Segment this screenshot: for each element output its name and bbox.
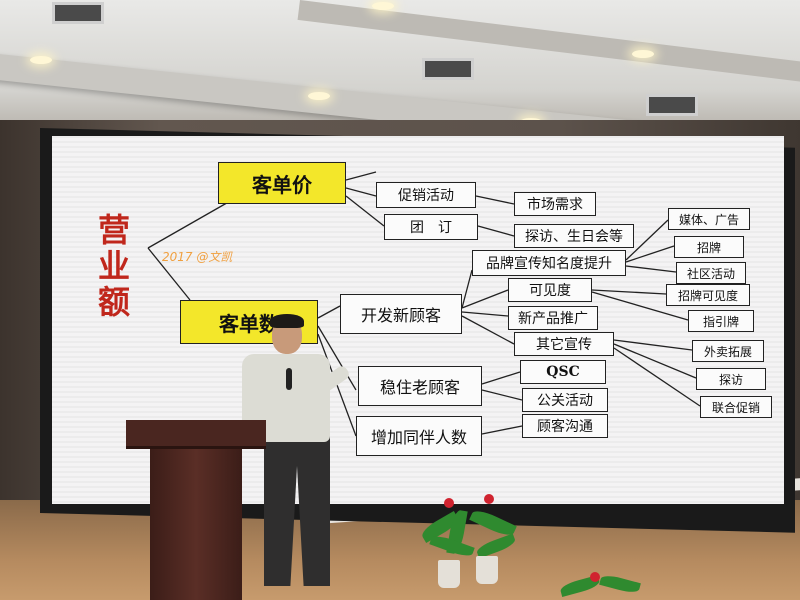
new-product-box: 新产品推广 — [508, 306, 598, 330]
title-char-2: 业 — [98, 247, 131, 285]
visibility-box: 可见度 — [508, 278, 592, 302]
brand-awareness-box: 品牌宣传知名度提升 — [472, 250, 626, 276]
pr-activity-box: 公关活动 — [522, 388, 608, 412]
other-promo-box: 其它宣传 — [514, 332, 614, 356]
joint-promo-box: 联合促销 — [700, 396, 772, 418]
ceiling-light — [632, 50, 654, 58]
new-customers-box: 开发新顾客 — [340, 294, 462, 334]
qsc-box: QSC — [520, 360, 606, 384]
promotion-box: 促销活动 — [376, 182, 476, 208]
market-demand-box: 市场需求 — [514, 192, 596, 216]
ceiling-light — [30, 56, 52, 64]
air-vent — [422, 58, 474, 80]
retain-customers-box: 稳住老顾客 — [358, 366, 482, 406]
visit-box: 探访 — [696, 368, 766, 390]
presenter-hair — [270, 314, 304, 328]
air-vent — [646, 94, 698, 116]
delivery-box: 外卖拓展 — [692, 340, 764, 362]
guide-sign-box: 指引牌 — [688, 310, 754, 332]
ceiling-light — [372, 2, 394, 10]
customer-communication-box: 顾客沟通 — [522, 414, 608, 438]
watermark: 2017 @文凯 — [162, 250, 233, 264]
ceiling-light — [308, 92, 330, 100]
flower-plant-foreground — [559, 570, 660, 600]
visit-birthday-box: 探访、生日会等 — [514, 224, 634, 248]
title-char-3: 额 — [98, 283, 131, 321]
flower-plant — [410, 490, 530, 600]
community-box: 社区活动 — [676, 262, 746, 284]
air-vent — [52, 2, 104, 24]
podium — [150, 442, 242, 600]
microphone — [286, 368, 292, 390]
podium-top — [126, 420, 266, 446]
group-order-box: 团 订 — [384, 214, 478, 240]
sign-visibility-box: 招牌可见度 — [666, 284, 750, 306]
title-char-1: 营 — [98, 211, 131, 249]
signboard-box: 招牌 — [674, 236, 744, 258]
add-companions-box: 增加同伴人数 — [356, 416, 482, 456]
price-per-customer-box: 客单价 — [218, 162, 346, 204]
media-ad-box: 媒体、广告 — [668, 208, 750, 230]
